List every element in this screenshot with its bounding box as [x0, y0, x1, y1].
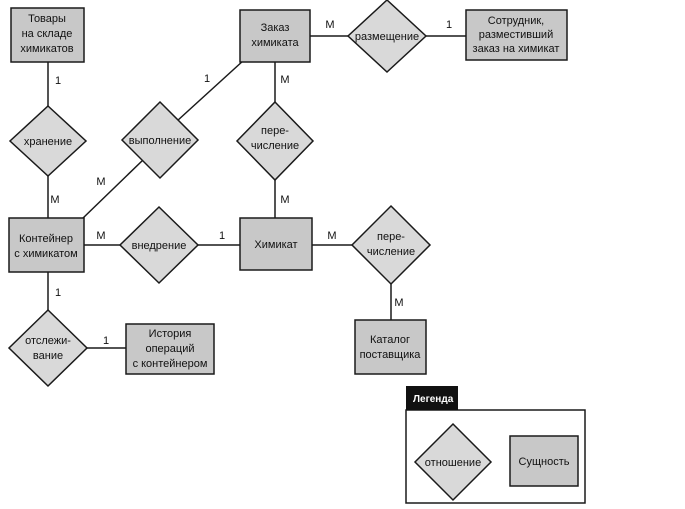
entity-label-line: Сотрудник,: [488, 15, 545, 27]
cardinality-label: М: [280, 74, 289, 86]
relationship-label-line: выполнение: [129, 135, 192, 147]
entity-label-line: Заказ: [261, 22, 290, 34]
cardinality-label: М: [325, 19, 334, 31]
legend-frame: [405, 409, 586, 504]
legend-relationship-sample: отношение: [413, 422, 493, 502]
edge-fulfillment-container: [81, 159, 144, 220]
entity-history-shape: [125, 323, 215, 375]
legend-entity-sample-shape: [509, 435, 579, 487]
relationship-listing-right: пере- числение: [350, 204, 432, 286]
entity-warehouse-stock: Товары на складе химикатов: [10, 7, 85, 63]
entity-label-line: Товары: [28, 13, 66, 25]
relationship-storage-shape: [8, 104, 88, 178]
entity-vendor-catalog: Каталог поставщика: [354, 319, 427, 375]
cardinality-label: М: [50, 194, 59, 206]
entity-history: История операций с контейнером: [125, 323, 215, 375]
entity-vendor-catalog-shape: [354, 319, 427, 375]
cardinality-label: 1: [446, 19, 452, 31]
cardinality-label: М: [96, 230, 105, 242]
entity-label-line: с контейнером: [133, 358, 208, 370]
relationship-tracking-shape: [7, 308, 89, 388]
entity-label-line: Каталог: [370, 334, 410, 346]
relationship-listing-top: пере- числение: [235, 100, 315, 182]
connectors: [47, 35, 466, 349]
entity-chemical-order-shape: [239, 9, 311, 63]
cardinality-label: М: [394, 297, 403, 309]
entity-warehouse-stock-shape: [10, 7, 85, 63]
legend-relationship-sample-shape: [413, 422, 493, 502]
legend-entity-sample: Сущность: [509, 435, 579, 487]
entity-label-line: История: [149, 328, 192, 340]
relationship-label-line: числение: [251, 140, 299, 152]
cardinality-label: 1: [219, 230, 225, 242]
legend: Легенда отношение Сущность: [405, 386, 586, 504]
entity-label-line: химиката: [251, 37, 299, 49]
relationship-placement: размещение: [346, 0, 428, 74]
cardinality-label: М: [96, 176, 105, 188]
relationship-label-line: хранение: [24, 136, 72, 148]
entity-chemical: Химикат: [239, 217, 313, 271]
relationship-embedding-shape: [118, 205, 200, 285]
entity-label-line: поставщика: [360, 349, 422, 361]
legend-entity-label: Сущность: [519, 456, 570, 468]
entity-chemical-shape: [239, 217, 313, 271]
legend-title: Легенда: [413, 394, 454, 405]
relationship-listing-top-shape: [235, 100, 315, 182]
legend-title-tab: [406, 386, 458, 410]
entity-chemical-order: Заказ химиката: [239, 9, 311, 63]
entity-label-line: операций: [145, 343, 194, 355]
relationship-label-line: отслежи-: [25, 335, 71, 347]
entity-label-line: с химикатом: [14, 248, 77, 260]
cardinality-label: 1: [55, 287, 61, 299]
relationship-label-line: пере-: [261, 125, 289, 137]
entity-label-line: на складе: [22, 28, 73, 40]
relationship-label-line: вание: [33, 350, 63, 362]
relationship-label-line: размещение: [355, 31, 419, 43]
entity-label-line: разместивший: [479, 29, 553, 41]
relationship-listing-right-shape: [350, 204, 432, 286]
entity-label-line: Химикат: [254, 239, 297, 251]
cardinality-label: 1: [204, 73, 210, 85]
entity-employee: Сотрудник, разместивший заказ на химикат: [465, 9, 568, 61]
relationship-fulfillment: выполнение: [120, 100, 200, 180]
relationship-label-line: пере-: [377, 231, 405, 243]
entity-label-line: химикатов: [20, 43, 73, 55]
cardinality-label: М: [280, 194, 289, 206]
relationship-fulfillment-shape: [120, 100, 200, 180]
relationship-label-line: числение: [367, 246, 415, 258]
entity-label-line: Контейнер: [19, 233, 73, 245]
entity-label-line: заказ на химикат: [473, 43, 560, 55]
relationship-tracking: отслежи- вание: [7, 308, 89, 388]
edge-order-fulfillment: [176, 59, 245, 122]
cardinality-labels: М 1 1 М 1 М М М М 1 М М 1 1: [50, 19, 452, 347]
cardinality-label: 1: [55, 75, 61, 87]
cardinality-label: 1: [103, 335, 109, 347]
cardinality-label: М: [327, 230, 336, 242]
relationship-storage: хранение: [8, 104, 88, 178]
legend-relationship-label: отношение: [425, 457, 481, 469]
entity-employee-shape: [465, 9, 568, 61]
relationship-label-line: внедрение: [132, 240, 187, 252]
entity-container: Контейнер с химикатом: [8, 217, 85, 273]
relationship-embedding: внедрение: [118, 205, 200, 285]
entity-container-shape: [8, 217, 85, 273]
relationship-placement-shape: [346, 0, 428, 74]
